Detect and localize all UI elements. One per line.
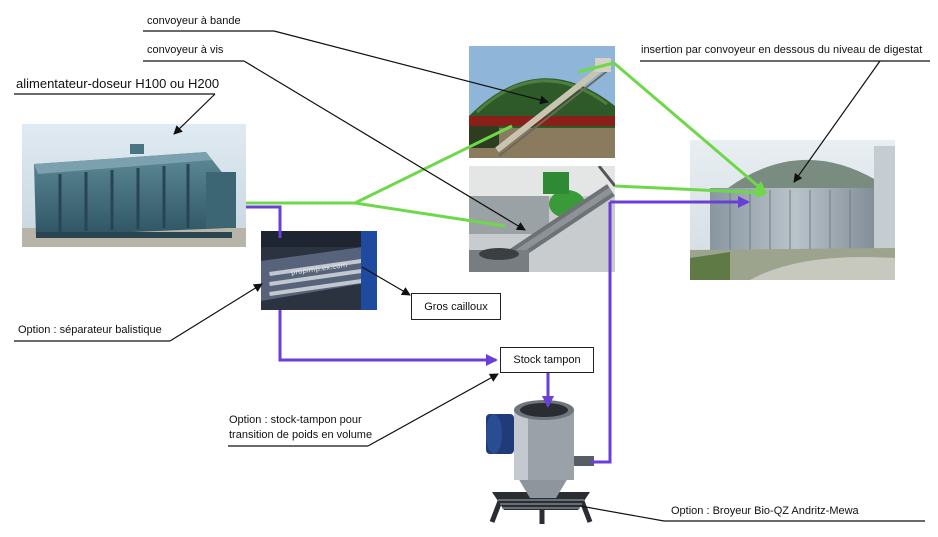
insertion-label: insertion par convoyeur en dessous du ni… bbox=[641, 44, 923, 56]
screw-conveyor-label: convoyeur à vis bbox=[147, 44, 224, 56]
belt-conveyor-photo bbox=[469, 46, 615, 158]
digester-photo bbox=[690, 140, 895, 280]
separator-photo: propimp.ex.com bbox=[261, 231, 377, 310]
stones-box: Gros cailloux bbox=[411, 293, 501, 320]
buffer-stock-box: Stock tampon bbox=[500, 347, 594, 373]
shredder-label: Option : Broyeur Bio-QZ Andritz-Mewa bbox=[671, 505, 859, 517]
buffer-option-label-line2: transition de poids en volume bbox=[229, 429, 373, 441]
feeder-photo bbox=[22, 124, 246, 247]
feeder-label: alimentateur-doseur H100 ou H200 bbox=[16, 76, 220, 91]
screw-conveyor-photo bbox=[469, 166, 615, 272]
belt-conveyor-label: convoyeur à bande bbox=[147, 15, 241, 27]
buffer-option-label-line1: Option : stock-tampon pour bbox=[229, 414, 362, 426]
ballistic-separator-label: Option : séparateur balistique bbox=[18, 324, 162, 336]
shredder-photo bbox=[478, 384, 604, 524]
